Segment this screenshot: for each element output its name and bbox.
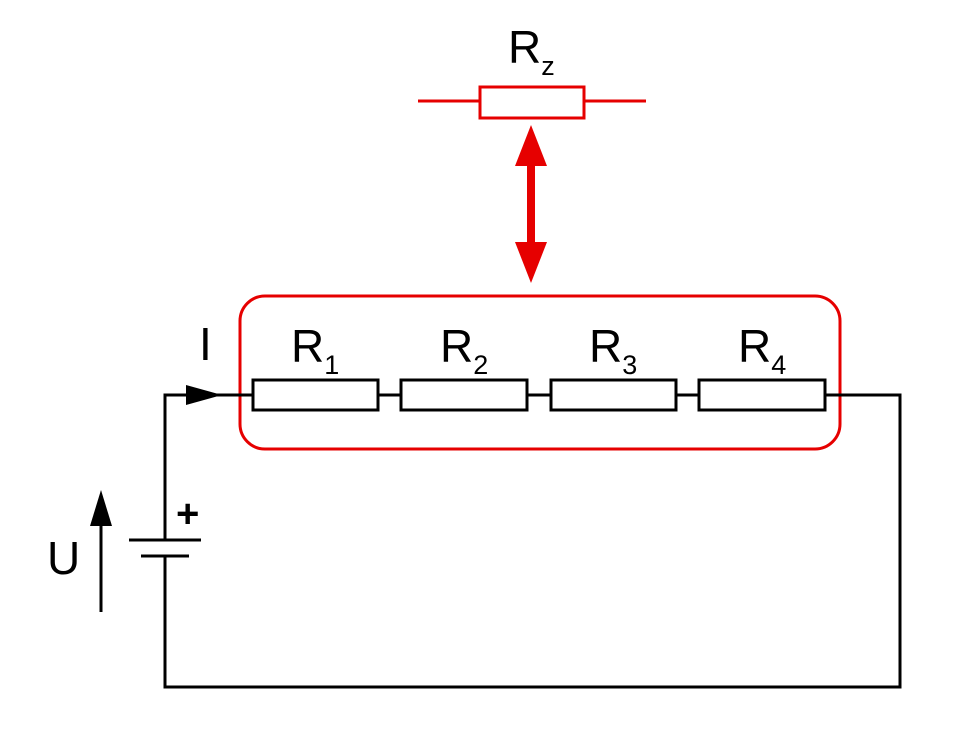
resistor-label: R1 — [291, 320, 339, 380]
resistor-r3: R3 — [549, 320, 678, 412]
resistor-body — [697, 378, 827, 412]
resistor-body — [399, 378, 529, 412]
resistor-label: R3 — [589, 320, 637, 380]
battery-icon — [129, 538, 201, 558]
resistor-body — [549, 378, 678, 412]
equivalence-arrow — [515, 125, 547, 283]
resistor-label: R4 — [738, 320, 786, 380]
current-label: I — [199, 318, 212, 370]
resistor-r1: R1 — [251, 320, 380, 412]
polarity-plus-label: + — [176, 492, 199, 536]
arrow-head-down — [515, 242, 547, 283]
equivalent-resistor: Rz — [418, 21, 646, 120]
series-group-highlight — [238, 294, 842, 451]
resistor-label: R2 — [440, 320, 488, 380]
resistor-r4: R4 — [697, 320, 827, 412]
wire-return-loop — [163, 393, 902, 689]
wire-main-loop — [163, 393, 252, 540]
voltage-label: U — [47, 532, 80, 584]
circuit-wires — [163, 393, 902, 689]
rz-label: Rz — [508, 21, 555, 81]
voltage-arrow-head — [90, 490, 112, 526]
arrow-head-up — [515, 125, 547, 166]
rz-body — [478, 85, 586, 120]
current-arrow-icon — [186, 385, 222, 405]
voltage-arrow — [90, 490, 112, 612]
resistor-r2: R2 — [399, 320, 529, 412]
resistor-body — [251, 378, 380, 412]
